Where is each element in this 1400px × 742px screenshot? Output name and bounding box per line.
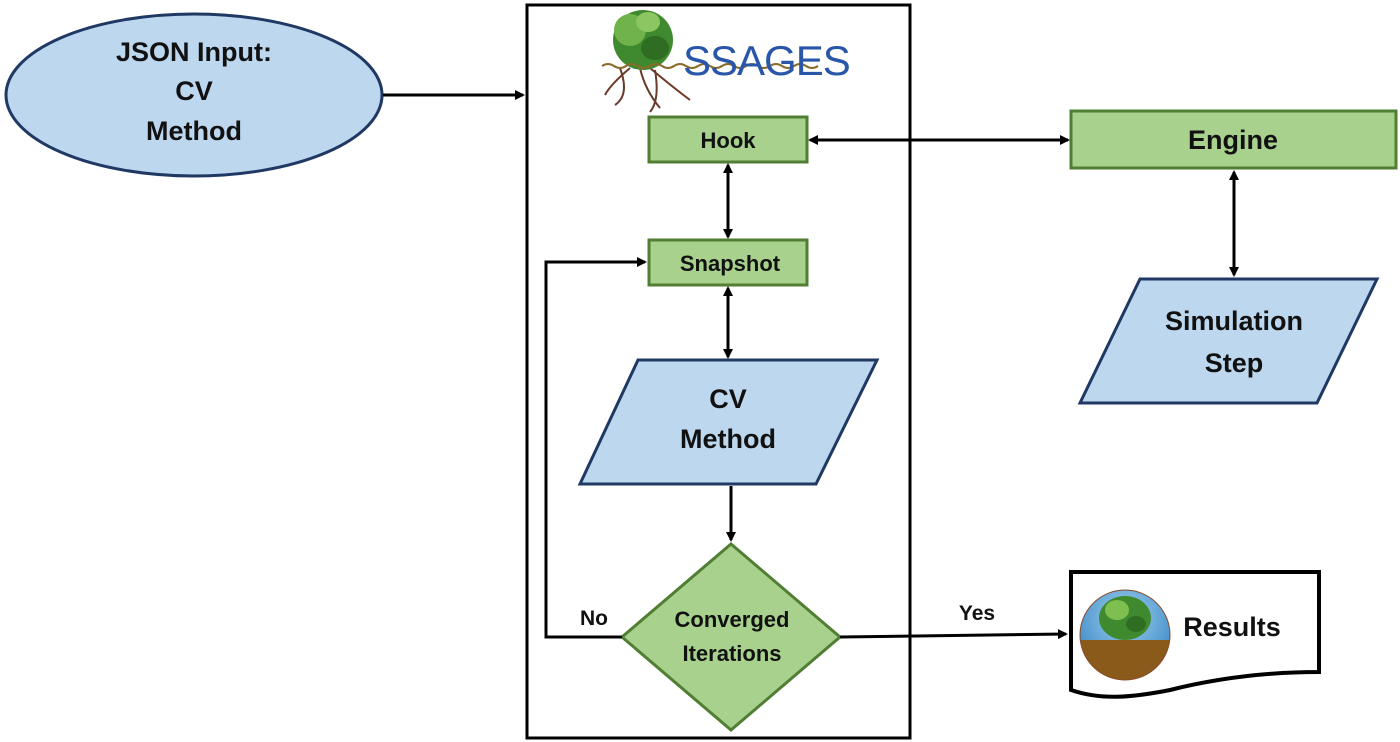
hook-node[interactable]: Hook <box>647 115 809 164</box>
snapshot-label: Snapshot <box>680 251 781 276</box>
ground-line <box>601 63 819 69</box>
results-label: Results <box>1183 612 1281 642</box>
converged-decision-node[interactable]: Converged Iterations <box>619 542 843 732</box>
simulation-step-node[interactable]: Simulation Step <box>1077 277 1380 405</box>
tree-icon <box>604 10 691 113</box>
yes-label: Yes <box>959 602 995 625</box>
input-line-1: JSON Input: <box>116 37 272 67</box>
input-line-2: CV <box>175 76 213 106</box>
simulation-line-2: Step <box>1205 348 1264 378</box>
decision-line-1: Converged <box>675 607 790 632</box>
snapshot-node[interactable]: Snapshot <box>647 238 809 287</box>
decision-line-2: Iterations <box>682 641 781 666</box>
simulation-line-1: Simulation <box>1165 306 1303 336</box>
arrow-yes-results <box>839 629 1068 640</box>
hook-label: Hook <box>701 128 757 153</box>
cv-method-node[interactable]: CV Method <box>577 358 880 486</box>
arrow-no-loop <box>544 257 647 639</box>
json-input-node[interactable]: JSON Input: CV Method <box>4 12 384 178</box>
engine-label: Engine <box>1188 125 1278 155</box>
no-label: No <box>580 607 608 630</box>
cv-method-line-1: CV <box>709 384 747 414</box>
logo-text: SSAGES <box>683 37 850 84</box>
ssages-container <box>525 3 912 740</box>
input-line-3: Method <box>146 116 242 146</box>
ssages-logo: SSAGES <box>601 10 851 113</box>
engine-node[interactable]: Engine <box>1069 109 1398 170</box>
results-node[interactable]: Results <box>1069 570 1321 699</box>
cv-method-line-2: Method <box>680 424 776 454</box>
